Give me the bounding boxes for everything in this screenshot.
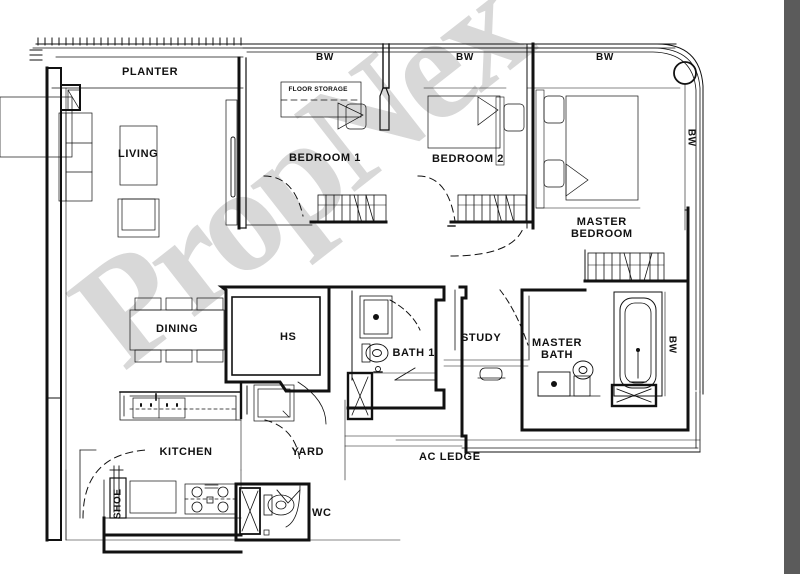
right-edge-band	[784, 0, 800, 574]
